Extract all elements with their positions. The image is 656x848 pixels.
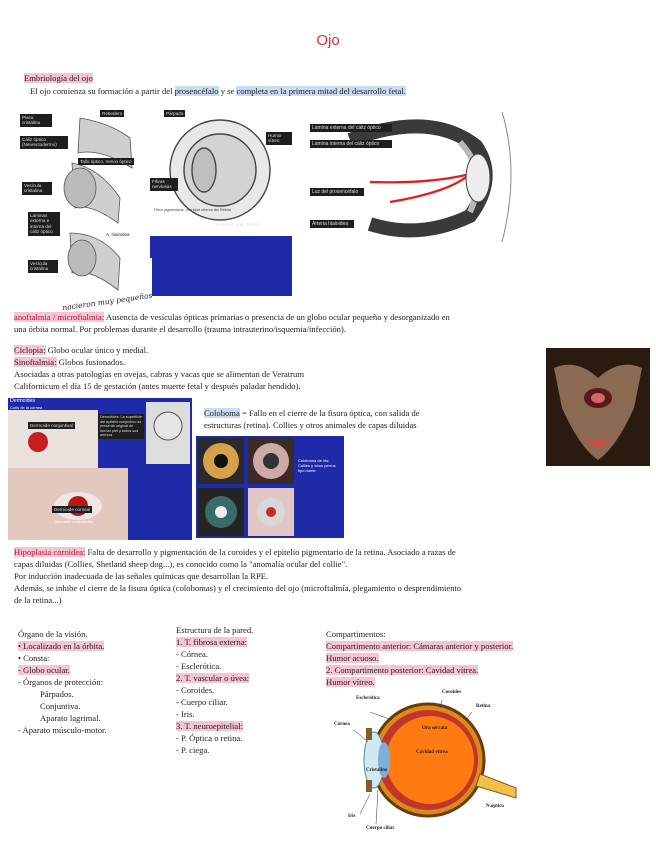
eye-anatomy-diagram: Esclerótica Coroides Retina Córnea Ora s… xyxy=(330,690,520,840)
eye-label: Esclerótica xyxy=(356,696,380,701)
fig1-label: Rebedero xyxy=(100,110,125,118)
dermoides-figure: Dermoides Cutis de la córnea Dermoide co… xyxy=(8,398,192,540)
compartimentos-item: Compartimento anterior: Cámaras anterior… xyxy=(326,641,514,651)
organo-item: - Órganos de protección: xyxy=(18,677,104,687)
fig2-label: Luz del prosencéfalo xyxy=(310,188,364,196)
fig1-label: Vesícula cristalina xyxy=(28,260,58,273)
eye-label: Ora serrata xyxy=(422,726,448,731)
eye-label: Cristalino xyxy=(366,768,388,773)
hipoplasia-line5: de la retina...) xyxy=(14,595,62,605)
eye-label: Cuerpo ciliar xyxy=(366,826,395,831)
pared-heading: Estructura de la pared. xyxy=(176,625,254,635)
compartimentos-item: Humor vítreo. xyxy=(326,677,375,687)
anoftalmia-line2: una órbita normal. Por problemas durante… xyxy=(14,324,346,334)
fig2-label: Lámina externa del cáliz óptico xyxy=(310,124,392,132)
hipoplasia-line3: Por inducción inadecuada de las señales … xyxy=(14,571,269,581)
coloboma-line2: estructuras (retina). Collies y otros an… xyxy=(204,420,417,430)
dermoides-label: Dermoide corneal xyxy=(52,506,93,514)
pared-item: - Coroides. xyxy=(176,685,215,695)
dermoides-title: Dermoides xyxy=(10,398,36,404)
fig1-label: Láminas externa e interna del cáliz ópti… xyxy=(28,212,60,236)
fig1-label: A. hialoidea xyxy=(106,232,130,237)
pared-item: - P. Óptica o retina. xyxy=(176,733,243,743)
eye-label: N.óptico xyxy=(486,804,504,809)
dermoides-label: Dermoides: La superficie del epitelio co… xyxy=(98,414,144,439)
fig1-caption: Fibra pigmentaria, una fase ulterior del… xyxy=(154,208,232,212)
eye-label: Cavidad vítrea xyxy=(416,750,448,755)
organo-item: - Aparato músculo-motor. xyxy=(18,725,107,735)
fig1-label: Placa cristalina xyxy=(20,114,52,127)
pared-item: 1. T. fibrosa externa: xyxy=(176,637,248,647)
fig1-label: Humor vítreo xyxy=(266,132,292,145)
pared-item: 2. T. vascular o úvea: xyxy=(176,673,250,683)
fig2-label: Lámina interna del cáliz óptico xyxy=(310,140,392,148)
fig1-label: Párpado xyxy=(164,110,186,118)
ciclopia-line4: Californicum el día 15 de gestación (ant… xyxy=(14,381,301,391)
coloboma-caption: Coloboma de iris: Collies y otros perros… xyxy=(298,458,336,473)
pared-item: - P. ciega. xyxy=(176,745,210,755)
organo-subitem: Párpados. xyxy=(40,689,74,699)
pared-item: - Esclerótica. xyxy=(176,661,222,671)
pared-item: - Córnea. xyxy=(176,649,208,659)
organo-item: • Localizado en la órbita. xyxy=(18,641,105,651)
anoftalmia-line1: anoftalmia / microftalmia: Ausencia de v… xyxy=(14,312,450,322)
embryology-text: El ojo comienza su formación a partir de… xyxy=(30,86,406,96)
optic-cup-figure: Lámina externa del cáliz óptico Lámina i… xyxy=(310,112,524,242)
fig1-label: Fibras nerviosas xyxy=(150,178,178,191)
coloboma-photos: Coloboma de iris: Collies y otros perros… xyxy=(196,436,344,538)
embryology-figure: Placa cristalina Rebedero Cáliz óptico (… xyxy=(20,108,292,296)
embryology-heading: Embriología del ojo xyxy=(24,73,93,83)
pared-item: - Cuerpo ciliar. xyxy=(176,697,228,707)
pared-item: - Iris. xyxy=(176,709,195,719)
fig1-label: Cáliz óptico (Neurectodermo) xyxy=(20,136,68,149)
organo-item: - Globo ocular. xyxy=(18,665,70,675)
eye-label: Iris xyxy=(348,814,356,819)
fig2-label: Arteria hialoidea xyxy=(310,220,354,228)
compartimentos-item: Humor acuoso. xyxy=(326,653,379,663)
compartimentos-heading: Compartimentos: xyxy=(326,629,386,639)
pared-item: 3. T. neuroepitelial: xyxy=(176,721,243,731)
fig1-label: Tallo óptico, nervio óptico xyxy=(78,158,134,166)
ciclopia-line3: Asociadas a otras patologías en ovejas, … xyxy=(14,369,305,379)
dermoides-label: Dermoide conjuntival xyxy=(28,422,75,430)
cyclopia-photo xyxy=(546,348,650,466)
coloboma-line1: Coloboma = Fallo en el cierre de la fisu… xyxy=(204,408,420,418)
fig1-caption: Embrión, gda. 10 mm xyxy=(216,222,260,227)
hipoplasia-line2: capas diluidas (Collies, Shetland sheep … xyxy=(14,559,348,569)
organo-subitem: Conjuntiva. xyxy=(40,701,81,711)
hipoplasia-line4: Además, se inhibe el cierre de la fisura… xyxy=(14,583,462,593)
ciclopia-line1: Ciclopia: Globo ocular único y medial. xyxy=(14,345,149,355)
organo-subitem: Aparato lagrimal. xyxy=(40,713,101,723)
ciclopia-line2: Sinoftalmia: Globos fusionados. xyxy=(14,357,126,367)
dermoides-subtitle: Cutis de la córnea xyxy=(10,405,43,410)
eye-label: Coroides xyxy=(442,690,462,695)
organo-heading: Órgano de la visión. xyxy=(18,629,88,639)
eye-label: Retina xyxy=(476,704,491,709)
organo-item: • Consta: xyxy=(18,653,50,663)
dermoides-label: Queratitis conjuntivitis xyxy=(54,519,93,524)
compartimentos-item: 2. Compartimento posterior: Cavidad vítr… xyxy=(326,665,479,675)
eye-label: Córnea xyxy=(334,722,350,727)
fig1-label: Vesícula cristalina xyxy=(22,182,52,195)
hipoplasia-line1: Hipoplasia coroidea: Falta de desarrollo… xyxy=(14,547,456,557)
page-title: Ojo xyxy=(316,32,340,49)
